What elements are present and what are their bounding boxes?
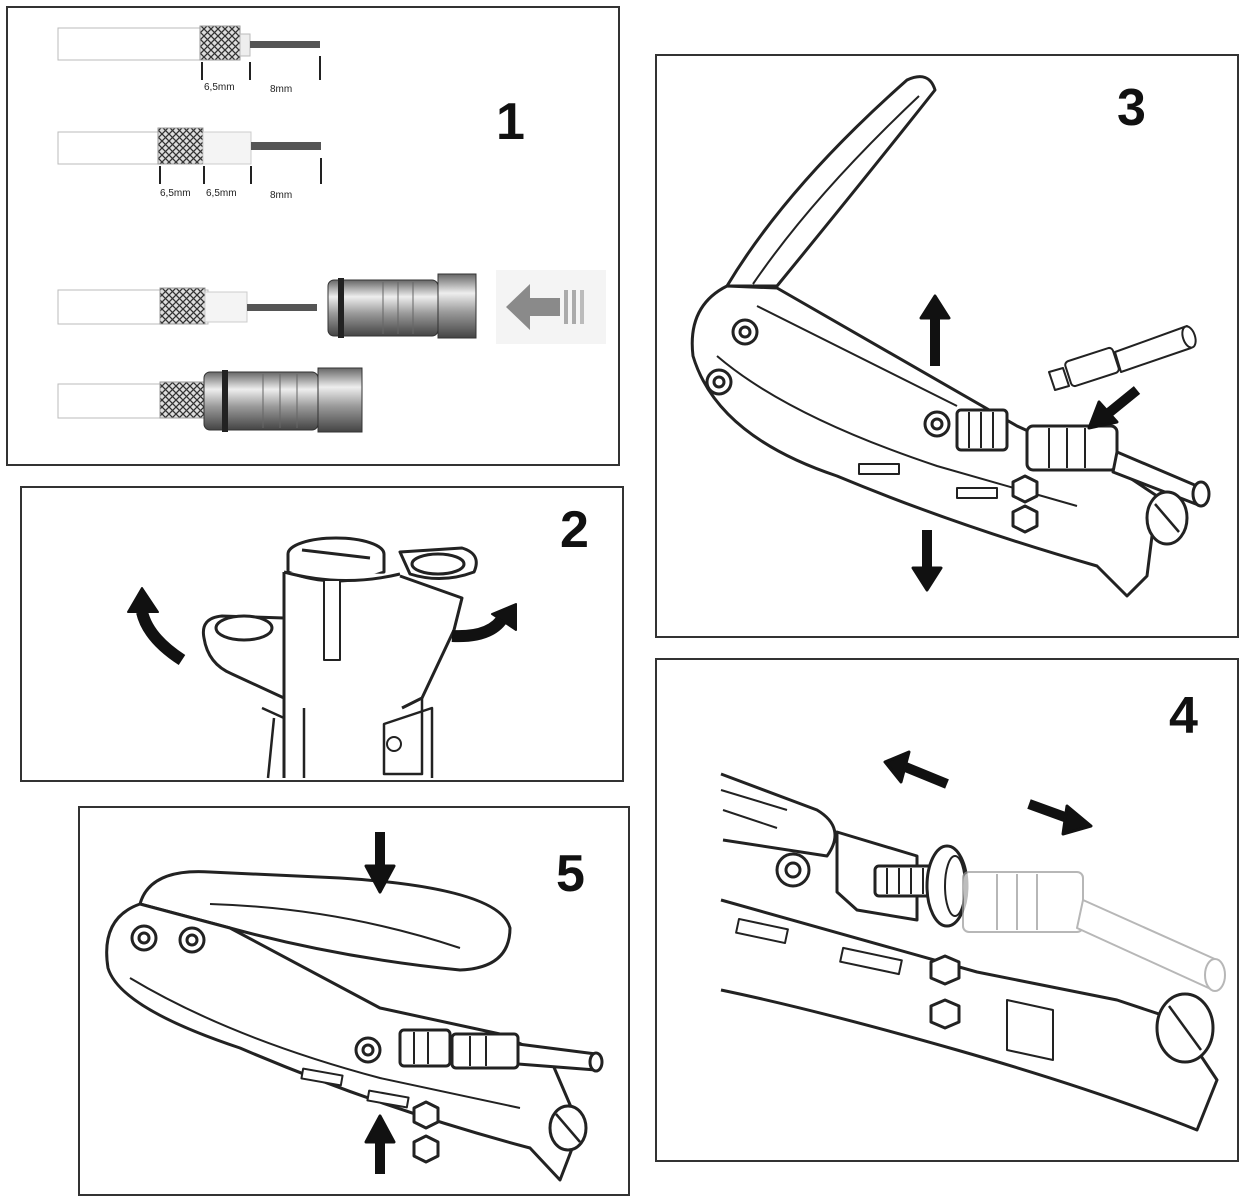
dim-label-r2-a: 6,5mm <box>160 188 191 199</box>
push-arrow <box>496 270 606 344</box>
connector-insert-illustration <box>690 75 1211 598</box>
panel-step-1: 1 <box>6 6 620 466</box>
dim-label-r1-b: 8mm <box>270 84 293 95</box>
step-number-4: 4 <box>1169 687 1198 745</box>
panel-step-3: 3 <box>655 54 1239 638</box>
step-number-3: 3 <box>1117 79 1146 137</box>
dim-label-r1-a: 6,5mm <box>204 82 235 93</box>
panel-step-5: 5 <box>78 806 630 1196</box>
cable-row-3 <box>57 287 317 325</box>
cable-prep-illustration <box>57 25 606 433</box>
step-number-5: 5 <box>556 845 585 903</box>
cable-row-2 <box>57 127 322 184</box>
panel-step-2: 2 <box>20 486 624 782</box>
cable-row-4-assembled <box>57 367 363 433</box>
crimp-press-illustration <box>105 832 604 1182</box>
dim-label-r2-c: 8mm <box>270 190 293 201</box>
dim-label-r2-b: 6,5mm <box>206 188 237 199</box>
f-connector-loose <box>327 273 477 339</box>
cable-row-1 <box>57 25 321 80</box>
jaw-close-illustration <box>720 750 1226 1132</box>
step-number-2: 2 <box>560 501 589 559</box>
jaw-open-illustration <box>127 536 517 779</box>
panel-step-4: 4 <box>655 658 1239 1162</box>
step-number-1: 1 <box>496 93 525 151</box>
